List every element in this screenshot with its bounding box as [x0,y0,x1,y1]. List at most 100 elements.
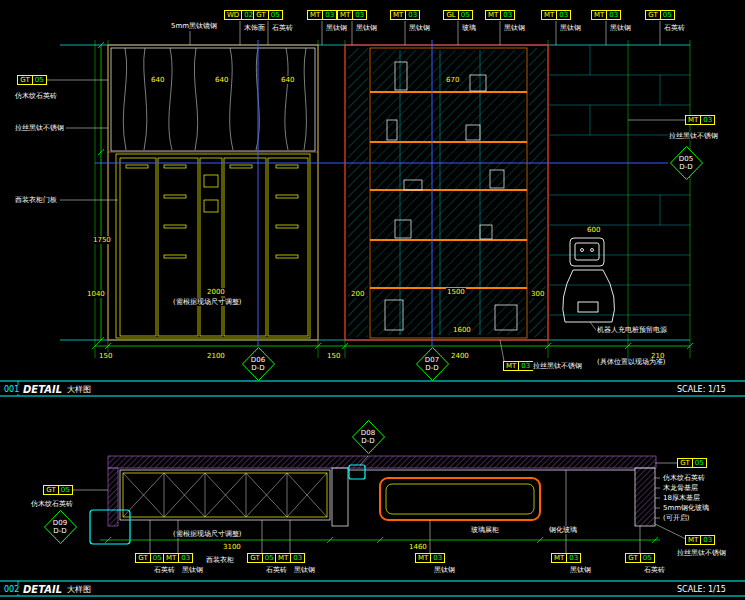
tag-text: GT [18,76,31,84]
note-text: 石英砖 [265,566,288,574]
tag-text: D09 [53,519,67,527]
tag-text: D07 [425,356,439,364]
dimension-text: 670 [445,76,460,84]
note-text: 木龙骨基层 [662,484,699,492]
tag-text: D08 [361,429,375,437]
note-text: 18厚木基层 [662,494,701,502]
note-text: 黑钛钢 [559,24,582,32]
tag-text: 03 [556,11,570,19]
tag-text: 05 [660,11,674,19]
note-text: 拉丝黑钛不锈钢 [676,549,727,557]
tag-text: 03 [405,11,419,19]
tag-text: 05 [268,11,282,19]
dimension-text: 300 [530,290,545,298]
tag-text: 03 [290,554,304,562]
tag-text: 03 [700,536,714,544]
section-callout: D06D-D [242,347,275,381]
note-text: 西装衣柜 [205,556,235,564]
dimension-text: 150 [326,352,341,360]
material-tag: MT03 [591,10,621,20]
tag-text: MT [416,554,430,562]
dimension-text: 3100 [222,543,242,551]
note-text: 石英砖 [153,566,176,574]
note-text: (需根据现场尺寸调整) [172,530,242,538]
note-text: 仿木纹石英砖 [30,500,74,508]
note-text: 玻璃展柜 [470,526,500,534]
tag-text: D-D [361,437,374,445]
title-text: DETAIL [22,584,63,595]
material-tag: MT03 [685,115,715,125]
note-text: 石英砖 [663,24,686,32]
section-callout: D08D-D [352,420,385,454]
tag-text: 05 [458,11,472,19]
scale-text: SCALE: 1/15 [676,585,727,594]
material-tag: MT03 [685,535,715,545]
note-text: 仿木纹石英砖 [662,474,706,482]
note-text: 钢化玻璃 [548,526,578,534]
dimension-text: 640 [214,76,229,84]
dimension-text: 600 [586,226,601,234]
section-callout: D09D-D [44,510,77,544]
tag-text: MT [686,116,700,124]
tag-text: GL [444,11,457,19]
note-text: 黑钛钢 [293,566,316,574]
note-text: 石英砖 [271,24,294,32]
material-tag: GT05 [247,553,276,563]
note-text: 黑钛钢 [433,566,456,574]
tag-text: 05 [150,554,164,562]
tag-text: MT [504,362,518,370]
tag-text: MT [164,554,178,562]
note-text: 木饰面 [243,24,266,32]
tag-text: GT [44,486,57,494]
tag-text: MT [542,11,556,19]
dimension-text: 1460 [408,543,428,551]
note-text: 玻璃 [461,24,477,32]
tag-text: MT [338,11,352,19]
note-text: 黑钛钢 [569,566,592,574]
tag-text: GT [678,459,691,467]
tag-text: 03 [322,11,336,19]
material-tag: GT05 [17,75,46,85]
tag-text: 05 [58,486,72,494]
view-number: 002 [3,585,20,594]
tag-text: 05 [32,76,46,84]
note-text: 5mm钢化玻璃 [662,504,710,512]
note-text: 拉丝黑钛不锈钢 [668,132,719,140]
tag-text: GT [248,554,261,562]
note-text: (具体位置以现场为准) [596,358,666,366]
tag-text: 03 [430,554,444,562]
tag-text: 03 [518,362,532,370]
tag-text: GT [136,554,149,562]
note-text: 仿木纹石英砖 [14,92,58,100]
material-tag: GT05 [645,10,674,20]
material-tag: MT03 [503,361,533,371]
note-text: 黑钛钢 [355,24,378,32]
dimension-text: 1750 [92,236,112,244]
material-tag: WD02 [224,10,256,20]
tag-text: 03 [352,11,366,19]
tag-text: MT [552,554,566,562]
note-text: 拉丝黑钛不锈钢 [532,362,583,370]
material-tag: MT03 [415,553,445,563]
material-tag: MT03 [163,553,193,563]
diamond-outline [416,348,448,381]
tag-text: MT [592,11,606,19]
section-callout: D07D-D [416,347,449,381]
tag-text: 05 [692,459,706,467]
dimension-text: 150 [98,352,113,360]
tag-text: GT [646,11,659,19]
dimension-text: 1600 [452,326,472,334]
dimension-text: 200 [350,290,365,298]
note-text: (需根据现场尺寸调整) [172,298,242,306]
tag-text: GT [626,554,639,562]
material-tag: GT05 [43,485,72,495]
tag-text: D-D [425,364,438,372]
tag-text: D-D [251,364,264,372]
tag-text: GT [254,11,267,19]
tag-text: 03 [566,554,580,562]
dimension-text: 1040 [86,290,106,298]
note-text: 石英砖 [643,566,666,574]
tag-text: 05 [640,554,654,562]
scale-text: 大样图 [66,385,92,394]
